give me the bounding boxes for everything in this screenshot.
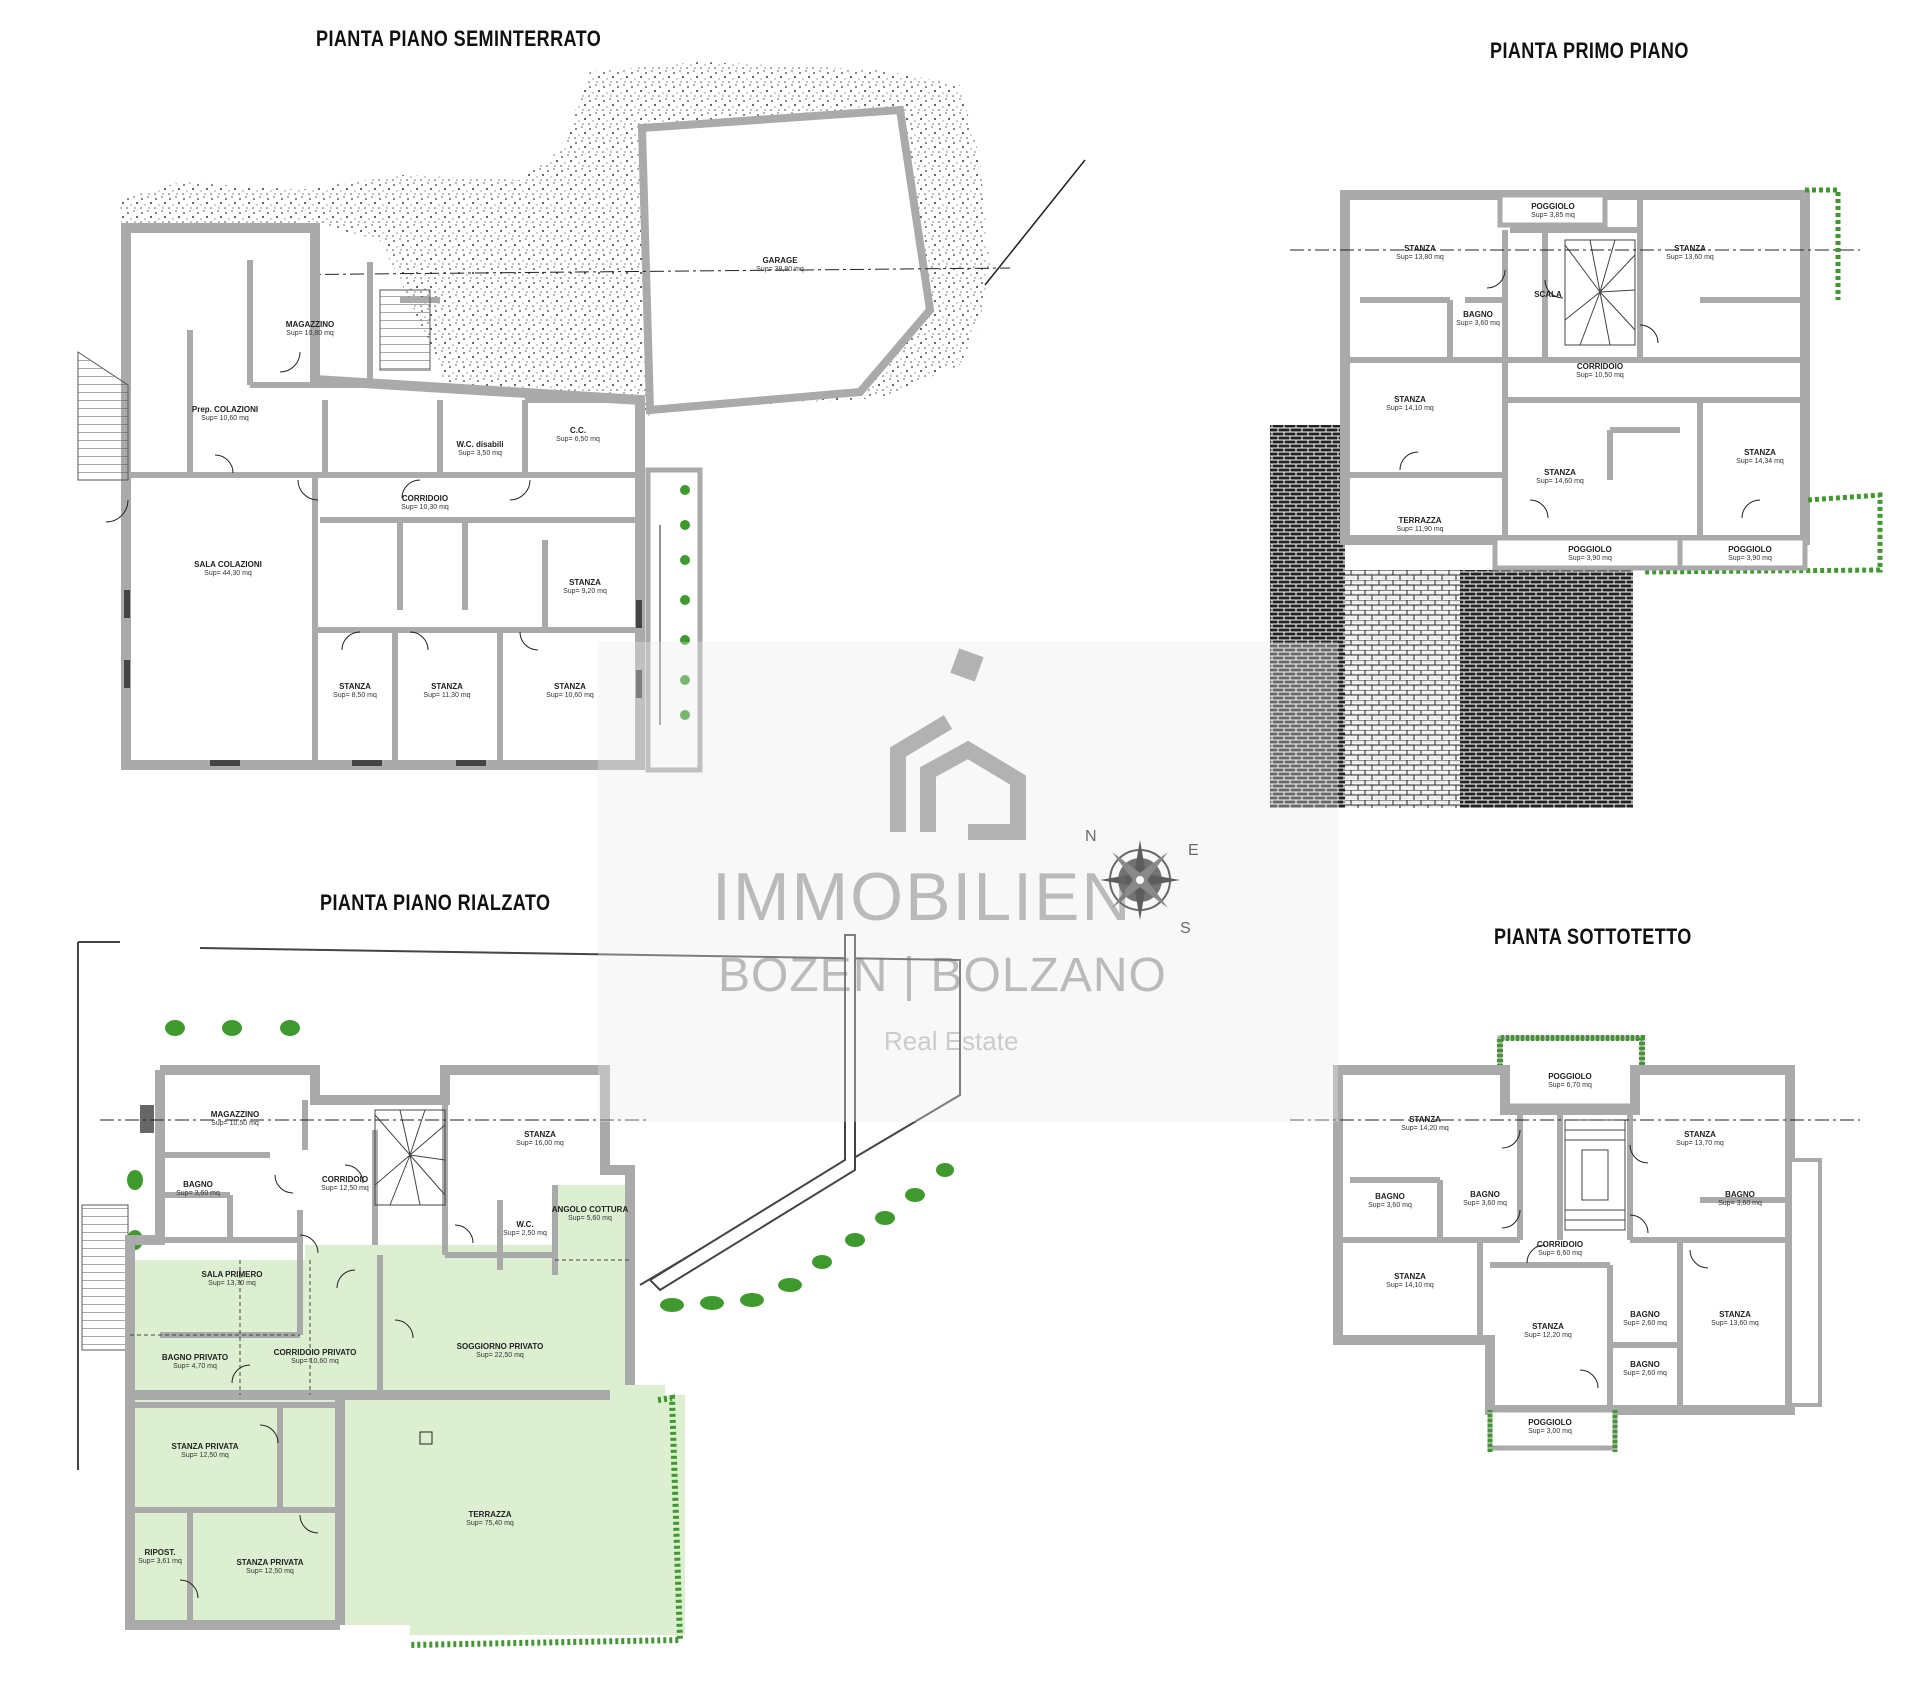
title-primo-piano: PIANTA PRIMO PIANO: [1490, 38, 1689, 63]
driveway-wall: [648, 934, 856, 1292]
basement-windows: [124, 590, 642, 766]
exterior-steps: [77, 351, 129, 481]
rialzato-dashed: [130, 1259, 630, 1395]
sottotetto-hedge-bottom: [1487, 1410, 1618, 1452]
section-line: [984, 159, 1086, 286]
compass-north: N: [1085, 828, 1097, 845]
garage-walls: [637, 105, 935, 415]
room-ripostiglio: RIPOST.Sup= 3,61 mq: [138, 1548, 182, 1565]
first-floor-doors: [1399, 269, 1761, 519]
compass-south: S: [1180, 920, 1191, 937]
rialzato-stairs: [374, 1109, 446, 1206]
title-sottotetto: PIANTA SOTTOTETTO: [1494, 924, 1692, 949]
watermark-immobilien: IMMOBILIEN: [712, 859, 1133, 935]
rialzato-inner-walls: [130, 1100, 558, 1625]
ramp-hedge: [680, 485, 690, 720]
watermark-bozen-bolzano: BOZEN | BOLZANO: [718, 949, 1167, 1002]
plan-sottotetto: [1290, 1035, 1860, 1452]
first-floor-stairs: [1564, 239, 1636, 346]
poggiolo-top: [1497, 192, 1608, 228]
rialzato-doors: [179, 1164, 474, 1599]
room-scala-first: SCALA: [1534, 290, 1562, 299]
roof-tiles-light: [1345, 570, 1460, 808]
basement-inner-walls: [126, 260, 640, 765]
basement-doors: [105, 351, 539, 651]
title-rialzato: PIANTA PIANO RIALZATO: [320, 890, 551, 915]
terrace-hedge: [409, 1394, 684, 1648]
plan-primo-piano: [1270, 187, 1883, 808]
private-apartment-area: [130, 1185, 685, 1635]
basement-stairs: [379, 289, 431, 371]
sottotetto-doors: [1501, 1129, 1709, 1389]
ramp: [645, 467, 703, 773]
poggiolo-bottom-right: [1677, 535, 1808, 571]
plan-rialzato: [77, 934, 961, 1648]
sottotetto-stairs: [1564, 1119, 1626, 1231]
rialzato-stove: [140, 1105, 154, 1133]
room-wc-rialzato: W.C.Sup= 2,50 mq: [503, 1220, 547, 1237]
sottotetto-inner-walls: [1338, 1110, 1785, 1405]
watermark-real-estate: Real Estate: [884, 1026, 1019, 1056]
compass-rose: [1100, 840, 1180, 920]
compass-east: E: [1188, 842, 1199, 859]
room-cc: C.C.Sup= 6,50 mq: [556, 426, 600, 443]
terrace-column: [419, 1431, 433, 1445]
rialzato-steps: [81, 1204, 129, 1351]
title-seminterrato: PIANTA PIANO SEMINTERRATO: [316, 26, 602, 51]
first-floor-hedge: [1644, 187, 1883, 575]
sottotetto-side-balcony: [1788, 1158, 1822, 1407]
plan-seminterrato: [77, 62, 1086, 773]
